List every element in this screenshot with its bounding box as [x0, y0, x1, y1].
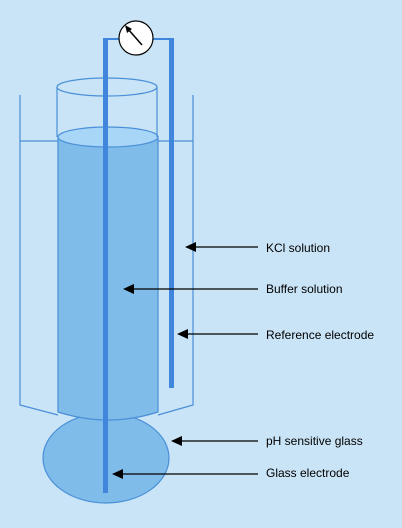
glass-electrode-wire	[103, 38, 108, 493]
arrow-glass-electrode	[112, 469, 258, 479]
ph-sensitive-glass-label: pH sensitive glass	[266, 434, 363, 448]
arrow-kcl	[185, 242, 258, 252]
outer-beaker-right	[157, 95, 194, 416]
kcl-solution-label: KCl solution	[266, 241, 331, 255]
arrow-buffer	[123, 284, 258, 294]
arrow-ph-glass	[171, 436, 258, 446]
reference-electrode-wire	[169, 38, 174, 388]
buffer-solution-label: Buffer solution	[266, 282, 343, 296]
voltmeter-icon	[118, 20, 154, 56]
arrow-reference	[177, 329, 258, 339]
glass-electrode-label: Glass electrode	[266, 466, 350, 480]
reference-electrode-label: Reference electrode	[266, 328, 375, 342]
outer-beaker	[19, 95, 59, 416]
